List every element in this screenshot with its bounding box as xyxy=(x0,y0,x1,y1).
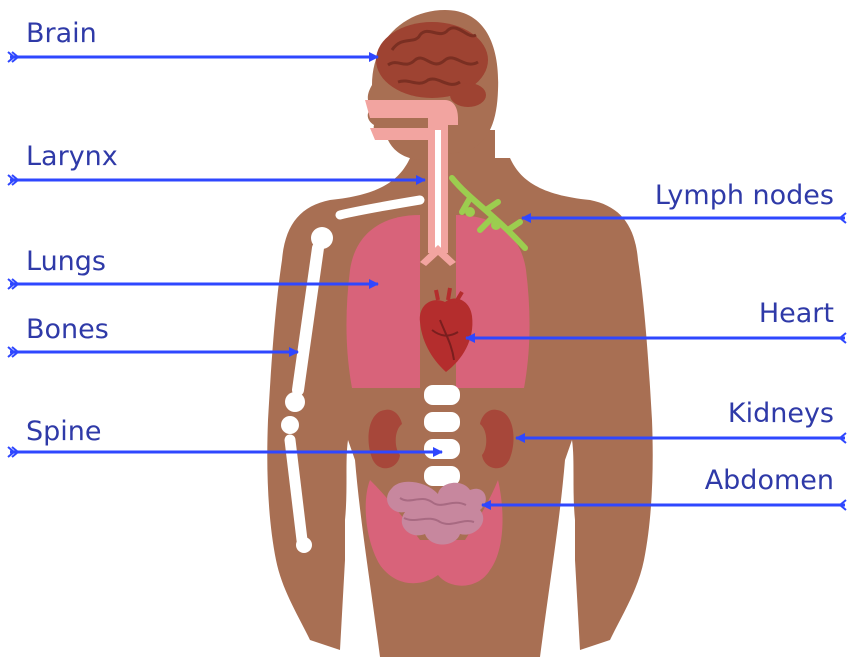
label-abdomen: Abdomen xyxy=(705,467,834,494)
label-larynx: Larynx xyxy=(26,143,118,170)
elbow-joint-2 xyxy=(281,416,299,434)
wrist-joint xyxy=(296,537,312,553)
label-heart: Heart xyxy=(759,300,834,327)
label-spine: Spine xyxy=(26,418,102,445)
trachea-lumen xyxy=(435,130,441,248)
label-brain: Brain xyxy=(26,20,97,47)
label-kidneys: Kidneys xyxy=(728,400,834,427)
label-bones: Bones xyxy=(26,316,109,343)
label-lungs: Lungs xyxy=(26,248,106,275)
mouth-airway xyxy=(370,128,430,140)
cerebellum-shape xyxy=(450,83,486,107)
label-lymph-nodes: Lymph nodes xyxy=(655,182,834,209)
elbow-joint-1 xyxy=(285,392,305,412)
